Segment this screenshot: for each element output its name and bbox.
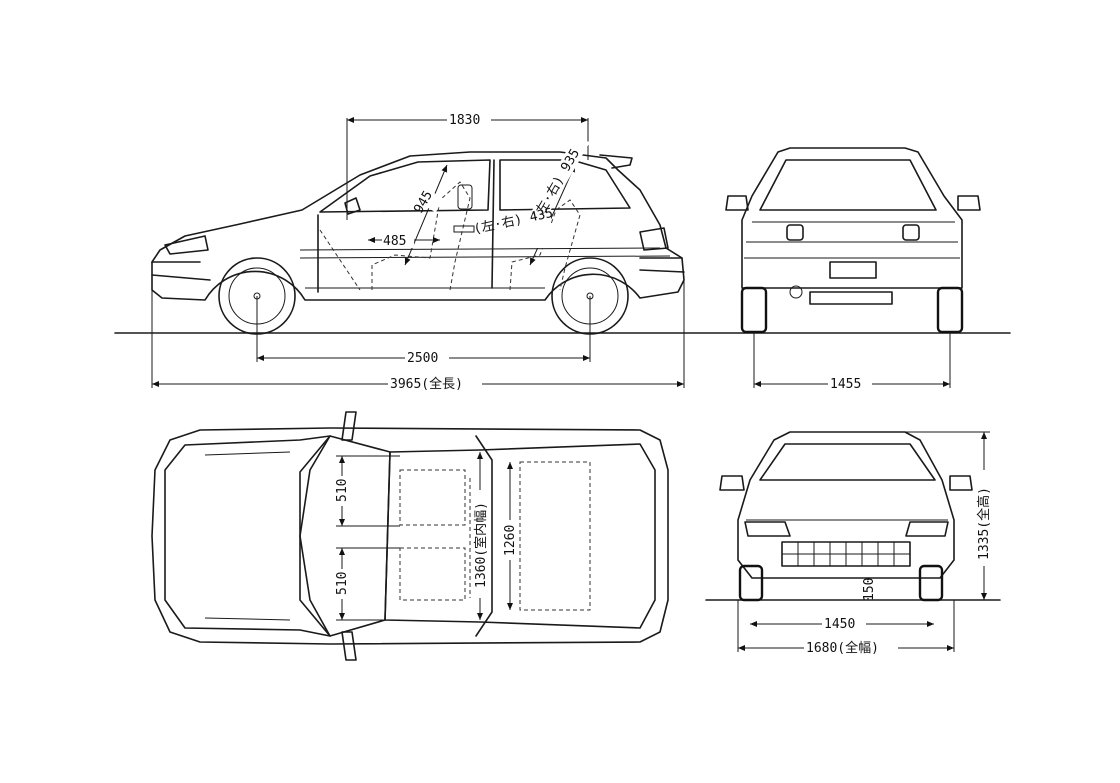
dim-ground-clearance: 150 xyxy=(862,578,877,601)
dim-front-seat-to-pedal: 485 xyxy=(383,234,406,249)
side-view xyxy=(114,117,1011,388)
front-right-tire xyxy=(918,564,944,602)
dim-rear-tread: 1455 xyxy=(830,377,861,392)
dim-overall-length: 3965(全長) xyxy=(390,376,463,392)
rear-left-mirror xyxy=(725,195,749,211)
rear-license-plate xyxy=(829,261,877,279)
dim-overall-cabin-length: 1830 xyxy=(449,113,480,128)
top-right-mirror xyxy=(341,631,357,661)
top-body-outline xyxy=(151,427,669,645)
front-view xyxy=(705,431,1001,652)
rear-right-mirror xyxy=(957,195,981,211)
side-window-front xyxy=(319,159,491,213)
rear-right-tire xyxy=(936,286,964,334)
rear-body-outline xyxy=(741,147,963,289)
front-left-mirror xyxy=(719,475,745,491)
side-body-outline xyxy=(151,151,685,301)
dim-rear-seat-width: 510 xyxy=(335,572,350,595)
side-rear-spoiler xyxy=(599,154,633,169)
top-left-mirror xyxy=(341,411,357,441)
dim-wheelbase: 2500 xyxy=(407,351,438,366)
rear-left-tire xyxy=(740,286,768,334)
dim-front-seat-width: 510 xyxy=(335,479,350,502)
dim-front-tread: 1450 xyxy=(824,617,855,632)
rear-view xyxy=(725,147,981,388)
front-right-mirror xyxy=(949,475,973,491)
front-left-tire xyxy=(738,564,764,602)
dim-overall-width: 1680(全幅) xyxy=(806,640,879,656)
side-window-rear xyxy=(499,159,631,211)
dim-interior-width: 1360(室内幅) xyxy=(473,502,489,588)
dim-overall-height: 1335(全高) xyxy=(976,487,992,560)
front-body-outline xyxy=(737,431,955,579)
side-headlight xyxy=(164,235,209,255)
top-view xyxy=(151,411,669,661)
dimension-labels: 1830 945 (左·右) 935 485 (左·右) 435 2500 39… xyxy=(334,112,992,656)
dim-rear-interior-width: 1260 xyxy=(503,525,518,556)
side-taillight xyxy=(639,227,669,251)
